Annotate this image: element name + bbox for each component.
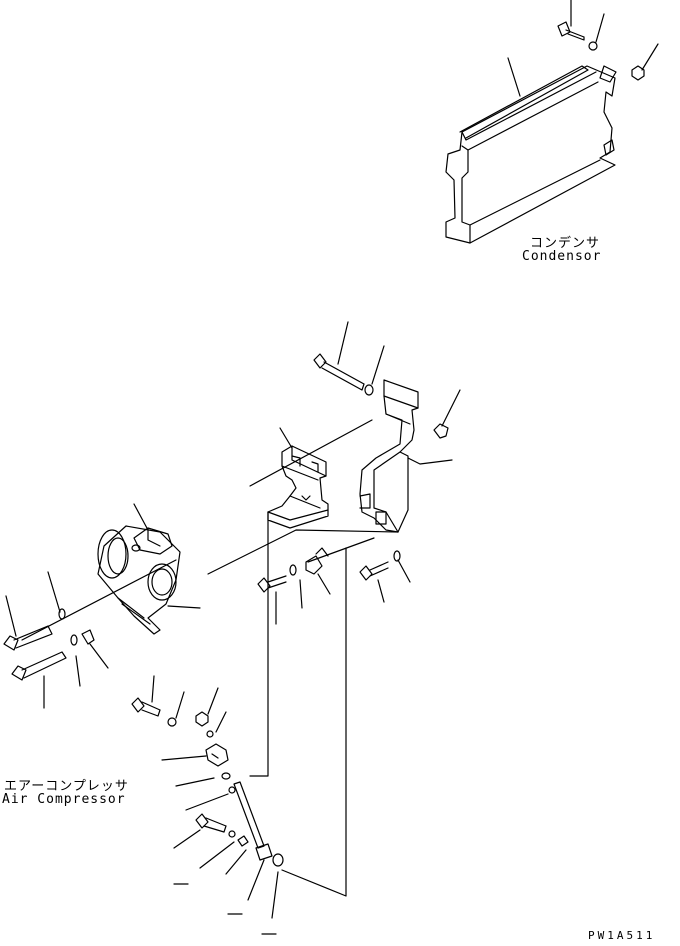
lower-bolt-2 <box>195 813 227 833</box>
drawing-code: PW1A511 <box>588 929 656 942</box>
lower-hardware <box>131 675 284 935</box>
bracket-bolt <box>313 353 365 391</box>
compressor-bolt-1 <box>3 625 53 651</box>
compressor-bolt-2 <box>11 651 67 681</box>
lower-rod <box>233 781 265 849</box>
lower-washer-1 <box>167 717 177 727</box>
condensor-label-en: Condensor <box>522 249 602 264</box>
bracket-small-bolt-2 <box>359 561 389 581</box>
compressor-pulley <box>147 563 177 601</box>
bracket-clip <box>305 547 329 575</box>
condensor-washer <box>588 41 598 51</box>
bracket-small-washer-1 <box>289 564 297 576</box>
bracket-small-bolt-1 <box>257 575 287 593</box>
main-bracket <box>359 379 419 533</box>
lower-washer-2 <box>206 730 214 738</box>
lower-spacer <box>237 835 249 847</box>
bracket-washer <box>364 384 374 396</box>
lower-rod-end <box>255 843 273 861</box>
lower-washer-5 <box>228 830 236 838</box>
lower-clamp <box>205 743 229 767</box>
condensor-rod <box>459 65 589 139</box>
bracket-assembly <box>207 321 461 897</box>
compressor-body <box>97 525 181 635</box>
compressor-washer-2 <box>70 634 78 646</box>
bracket-small-washer-2 <box>393 550 401 562</box>
condensor-bolt <box>557 21 585 41</box>
center-bracket <box>267 445 329 529</box>
compressor-label-en: Air Compressor <box>2 792 126 807</box>
bracket-nut <box>433 423 449 439</box>
lower-washer-3 <box>221 772 231 780</box>
air-compressor-assembly <box>3 503 201 709</box>
condensor-frame <box>445 65 616 244</box>
condensor-label-jp: コンデンサ <box>530 236 601 251</box>
lower-nut-1 <box>195 711 209 727</box>
compressor-label-jp: エアーコンプレッサ <box>4 779 129 794</box>
condensor-assembly <box>445 0 659 244</box>
lower-bolt-1 <box>131 697 161 717</box>
compressor-clip <box>81 629 95 645</box>
condensor-nut <box>631 65 645 81</box>
lower-washer-4 <box>272 853 284 867</box>
